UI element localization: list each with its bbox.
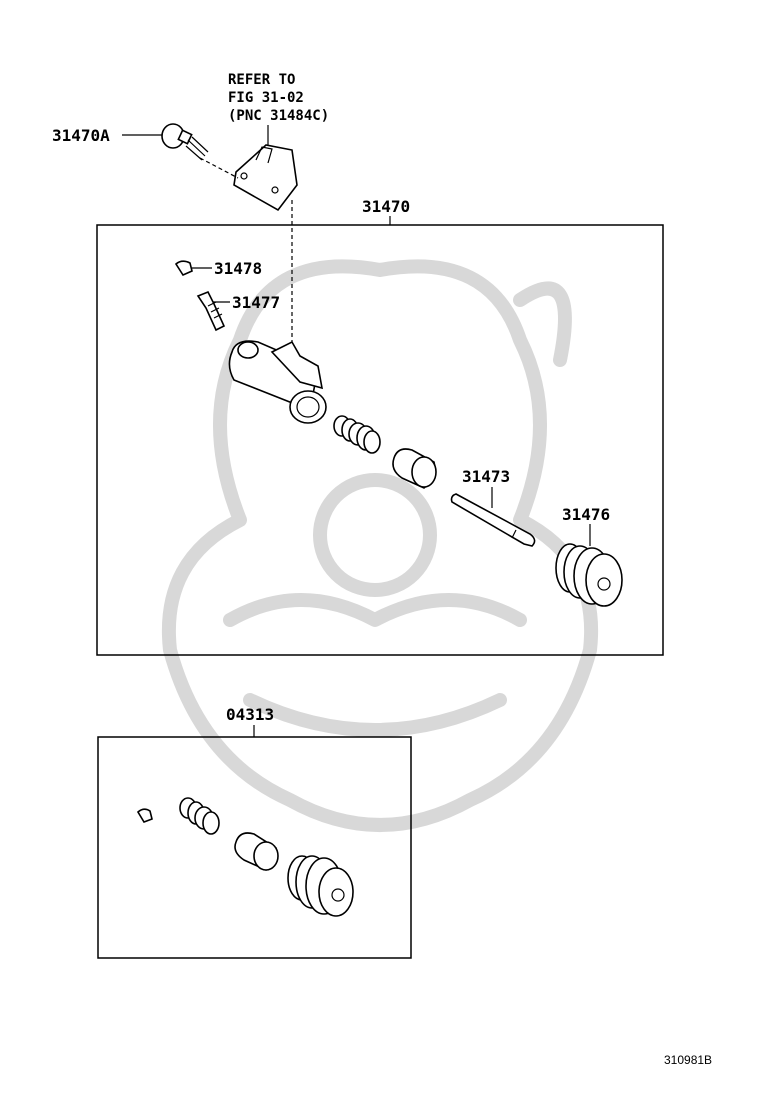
note-line-2: FIG 31-02 [228,90,304,106]
kit-spring-part [179,797,220,835]
kit-boot-part [287,855,354,917]
assembly-frame [96,224,664,656]
note-line-1: REFER TO [228,72,295,88]
callout-31476: 31476 [562,505,610,524]
piston-part [392,448,437,489]
bleeder-cap-part [174,260,193,277]
bleeder-plug-part [196,290,226,332]
note-line-3: (PNC 31484C) [228,108,329,124]
bolt-dashed-line [199,157,239,179]
spring-part [333,415,381,454]
callout-31470: 31470 [362,197,410,216]
kit-frame [97,736,412,959]
push-rod-part [450,493,536,547]
kit-piston-part [234,832,279,871]
cylinder-body-part [228,340,327,424]
callout-04313: 04313 [226,705,274,724]
diagram-code: 310981B [664,1053,712,1067]
callout-31477: 31477 [232,293,280,312]
callout-31473: 31473 [462,467,510,486]
watermark-logo [161,259,599,832]
bolt-part [161,123,209,161]
boot-part [555,543,623,607]
callout-31478: 31478 [214,259,262,278]
kit-bleeder-cap-part [136,808,153,823]
callout-31470A: 31470A [52,126,110,145]
bracket-part [233,144,298,212]
